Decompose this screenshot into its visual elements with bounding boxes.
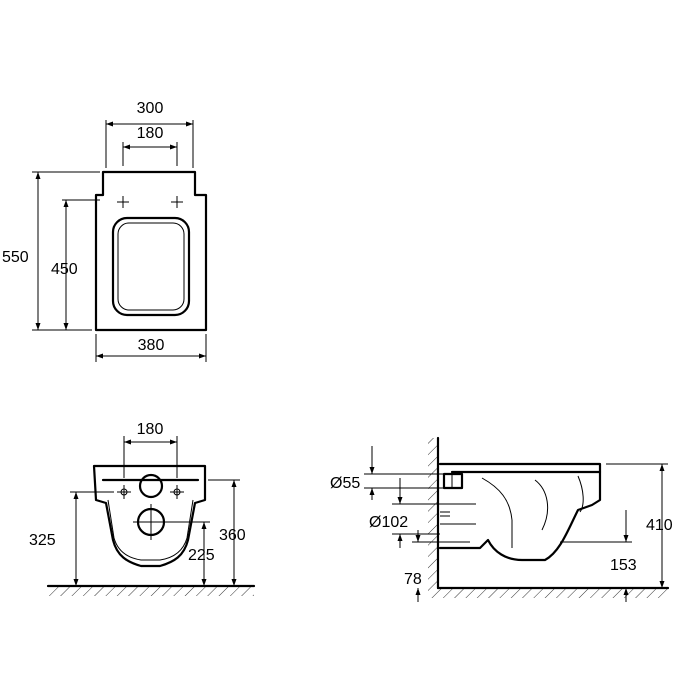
dim-side-153: 153 <box>560 510 637 602</box>
dim-front-225-label: 225 <box>188 547 215 564</box>
dim-front-180-label: 180 <box>137 421 164 438</box>
dim-front-180: 180 <box>123 421 178 478</box>
front-view: 180 325 360 225 <box>29 421 256 596</box>
dim-side-153-label: 153 <box>610 557 637 574</box>
side-wall-hatch <box>428 438 438 588</box>
dim-side-410-label: 410 <box>646 517 673 534</box>
dim-top-300-label: 300 <box>137 100 164 117</box>
dim-top-550: 550 <box>2 171 100 331</box>
front-fixing-hole-left <box>117 485 131 499</box>
dim-side-410: 410 <box>606 463 673 588</box>
dim-front-225: 225 <box>168 521 215 586</box>
side-outlet <box>440 503 476 543</box>
top-view-fixing-hole-left <box>117 196 129 208</box>
side-inlet-stub <box>442 472 464 490</box>
dim-top-300: 300 <box>105 100 194 168</box>
dim-front-325-label: 325 <box>29 532 56 549</box>
dim-top-180-label: 180 <box>137 125 164 142</box>
top-view-seat-opening <box>111 216 191 317</box>
top-view-seat-inner <box>117 222 185 311</box>
dim-side-55: Ø55 <box>330 446 444 500</box>
dim-top-180: 180 <box>122 125 178 166</box>
dim-side-102: Ø102 <box>369 478 440 548</box>
dim-top-380: 380 <box>95 334 207 362</box>
front-view-bowl-inner <box>107 499 194 561</box>
top-view: 300 180 550 450 <box>2 100 208 362</box>
dim-front-360: 360 <box>208 479 246 586</box>
front-floor-hatch <box>48 586 254 596</box>
dim-side-78: 78 <box>404 530 440 602</box>
side-floor-hatch <box>428 588 668 598</box>
dim-side-78-label: 78 <box>404 571 422 588</box>
side-view-inner-curve <box>481 477 513 548</box>
dim-front-360-label: 360 <box>219 527 246 544</box>
dim-top-450: 450 <box>51 199 100 330</box>
side-view-bowl-outline <box>438 462 602 562</box>
dim-side-102-label: Ø102 <box>369 514 408 531</box>
dim-top-450-label: 450 <box>51 261 78 278</box>
front-fixing-hole-right <box>170 485 184 499</box>
top-view-fixing-hole-right <box>171 196 183 208</box>
top-view-bowl-outline <box>94 170 208 332</box>
front-inlet-circle <box>138 473 164 499</box>
dim-top-550-label: 550 <box>2 249 29 266</box>
dim-front-325: 325 <box>29 491 114 586</box>
dim-side-55-label: Ø55 <box>330 475 360 492</box>
front-view-bowl-outline <box>92 464 207 568</box>
side-view: Ø55 Ø102 78 410 <box>330 436 673 602</box>
dim-top-380-label: 380 <box>138 337 165 354</box>
